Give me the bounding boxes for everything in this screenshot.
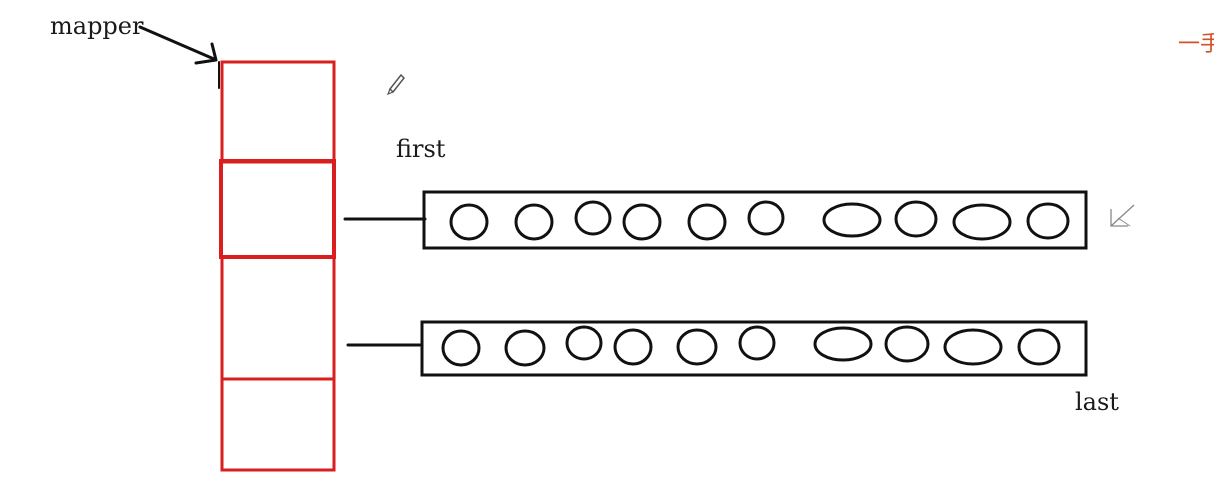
buffer-element [1017,328,1061,366]
buffer-last-frame [420,320,1088,377]
buffer-element [449,203,489,241]
mapper-slot-2 [219,159,336,259]
buffer-element [676,328,718,366]
buffer-element [565,325,603,361]
pencil-icon [386,73,406,96]
mapper-slot-4 [220,377,336,472]
buffer-element [894,200,938,238]
buffer-element [884,325,930,363]
mapper-slot-3 [220,255,336,381]
buffer-element [622,203,662,241]
buffer-element [952,203,1012,241]
corner-annotation: 一手 [1178,32,1214,57]
first-label: first [396,135,446,163]
buffer-element [613,328,653,366]
buffer-element [441,329,481,367]
cursor-icon [1110,204,1135,227]
buffer-last [420,320,1088,377]
mapper-slot-1 [220,60,336,164]
buffer-element [747,200,785,236]
last-label: last [1075,388,1119,416]
buffer-first-frame [422,190,1088,250]
buffer-element [514,203,554,241]
buffer-element [738,325,776,361]
buffer-element [813,326,873,362]
buffer-element [574,200,612,236]
buffer-element [943,328,1003,366]
buffer-first [422,190,1088,250]
mapper-pointer-arrow [138,25,220,89]
mapper-array [219,60,336,472]
mapper-label: mapper [50,12,144,40]
buffer-element [822,202,882,238]
buffer-element [504,329,546,367]
buffer-element [1026,202,1070,240]
buffer-element [687,203,727,241]
